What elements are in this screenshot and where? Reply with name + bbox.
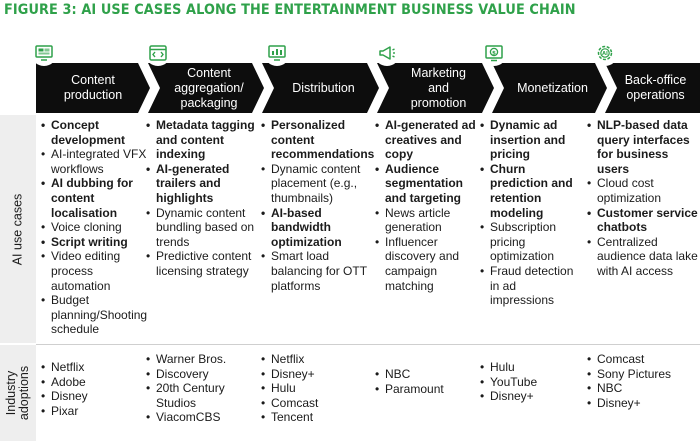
use-cases-back-office: NLP-based data query interfaces for busi… [587,118,699,279]
adoptions-band [0,345,36,441]
list-item: Disney [41,389,141,404]
list-item: Adobe [41,375,141,390]
list-item: Concept development [41,118,159,147]
list-item: Hulu [480,360,580,375]
adoptions-label-text: Industry adoptions [4,365,31,421]
adoptions-back-office: Comcast Sony Pictures NBC Disney+ [587,352,697,410]
list-item: Dynamic content bundling based on trends [146,206,259,250]
adoptions-monetization: Hulu YouTube Disney+ [480,360,580,404]
ai-gear-icon: AI [592,40,618,66]
adoptions-distribution: Netflix Disney+ Hulu Comcast Tencent [261,352,361,425]
list-item: Audience segmentation and targeting [375,162,477,206]
adoptions-marketing: NBC Paramount [375,367,475,396]
list-item: Dynamic content placement (e.g., thumbna… [261,162,373,206]
list-item: ViacomCBS [146,410,246,425]
list-item: Netflix [261,352,361,367]
list-item: Influencer discovery and campaign matchi… [375,235,477,293]
list-item: Hulu [261,381,361,396]
stage-label: Distribution [292,80,355,95]
stage-monetization: Monetization [492,63,607,113]
screen-bars-icon [264,40,290,66]
value-chain-header: Content production Content aggregation/ … [36,63,700,113]
list-item: Voice cloning [41,220,159,235]
list-item: Smart load balancing for OTT platforms [261,249,373,293]
row-divider [36,344,700,345]
list-item: Customer service chatbots [587,206,699,235]
dollar-screen-icon: $ [481,40,507,66]
list-item: Personalized content recommendations [261,118,374,162]
list-item: Disney+ [480,389,580,404]
use-cases-band [0,115,36,343]
list-item: Discovery [146,367,246,382]
list-item: Fraud detection in ad impressions [480,264,580,308]
list-item: AI dubbing for content localisation [41,176,159,220]
list-item: Sony Pictures [587,367,697,382]
list-item: AI-based bandwidth optimization [261,206,373,250]
list-item: Subscription pricing optimization [480,220,580,264]
list-item: Predictive content licensing strategy [146,249,259,278]
use-cases-distribution: Personalized content recommendations Dyn… [261,118,374,293]
list-item: Paramount [375,382,475,397]
list-item: NBC [587,381,697,396]
stage-label: Content aggregation/ packaging [174,65,244,110]
svg-text:$: $ [492,50,496,56]
stage-label: Back-office operations [624,73,687,102]
monitor-grid-icon [31,40,57,66]
list-item: Centralized audience data lake with AI a… [587,235,699,279]
list-item: Budget planning/Shooting schedule [41,293,147,337]
stage-marketing: Marketing and promotion [377,63,494,113]
list-item: Netflix [41,360,141,375]
list-item: Dynamic ad insertion and pricing [480,118,580,162]
use-cases-monetization: Dynamic ad insertion and pricing Churn p… [480,118,580,308]
list-item: Metadata tagging and content indexing [146,118,259,162]
megaphone-icon [374,40,400,66]
list-item: Video editing process automation [41,249,141,293]
list-item: Cloud cost optimization [587,176,699,205]
stage-content-production: Content production [36,63,150,113]
adoptions-content-production: Netflix Adobe Disney Pixar [41,360,141,418]
use-cases-label: AI use cases [0,115,36,343]
use-cases-content-aggregation: Metadata tagging and content indexing AI… [146,118,259,279]
list-item: Comcast [587,352,697,367]
use-cases-content-production: Concept development AI-integrated VFX wo… [41,118,159,337]
code-window-icon [145,40,171,66]
list-item: Disney+ [261,367,361,382]
list-item: Disney+ [587,396,697,411]
list-item: Churn prediction and retention modeling [480,162,580,220]
stage-label: Marketing and promotion [410,65,467,110]
list-item: Script writing [41,235,159,250]
list-item: Comcast [261,396,361,411]
list-item: AI-generated ad creatives and copy [375,118,477,162]
list-item: AI-generated trailers and highlights [146,162,259,206]
list-item: Pixar [41,404,141,419]
use-cases-label-text: AI use cases [10,193,25,265]
list-item: Warner Bros. [146,352,246,367]
adoptions-label: Industry adoptions [0,345,36,441]
stage-content-aggregation: Content aggregation/ packaging [148,63,264,113]
stage-label: Monetization [517,80,588,95]
use-cases-marketing: AI-generated ad creatives and copy Audie… [375,118,477,293]
list-item: NBC [375,367,475,382]
stage-back-office: Back-office operations [605,63,700,113]
stage-label: Content production [63,73,123,102]
figure-title: FIGURE 3: AI USE CASES ALONG THE ENTERTA… [4,2,576,18]
list-item: Tencent [261,410,361,425]
svg-text:AI: AI [602,51,608,57]
list-item: News article generation [375,206,477,235]
list-item: YouTube [480,375,580,390]
adoptions-content-aggregation: Warner Bros. Discovery 20th Century Stud… [146,352,246,425]
stage-distribution: Distribution [262,63,379,113]
list-item: 20th Century Studios [146,381,236,410]
list-item: AI-integrated VFX workflows [41,147,159,176]
list-item: NLP-based data query interfaces for busi… [587,118,699,176]
